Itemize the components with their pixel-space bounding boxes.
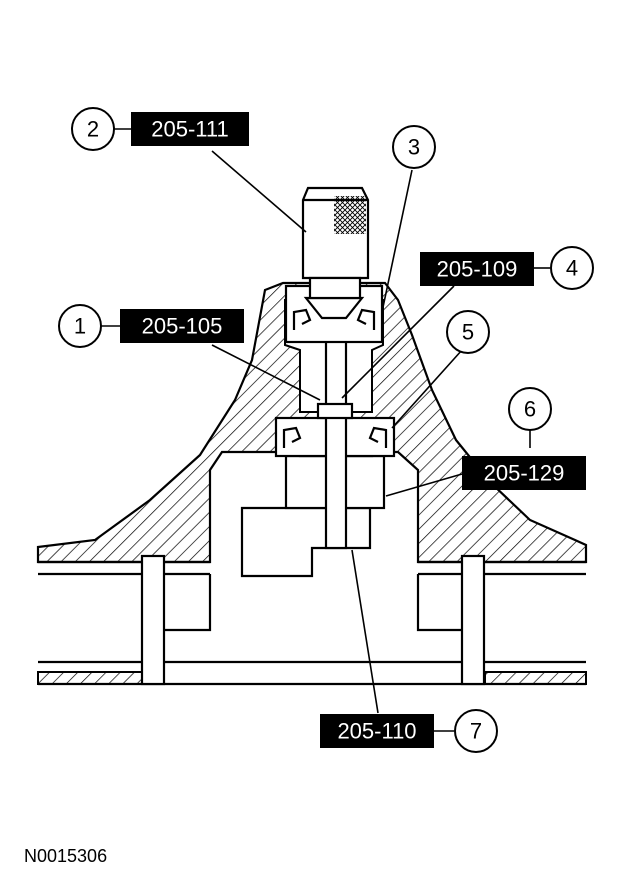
callout-5: 5 xyxy=(446,310,490,354)
callout-number: 5 xyxy=(462,320,474,345)
callout-number: 7 xyxy=(470,719,482,744)
tool-label: 205-110 xyxy=(337,719,416,744)
callout-6: 6 205-129 xyxy=(462,387,586,490)
base-frame xyxy=(37,554,587,686)
callout-number: 3 xyxy=(408,135,420,160)
tool-label: 205-105 xyxy=(142,314,223,339)
leader-lines xyxy=(100,128,550,732)
callout-7: 205-110 7 xyxy=(320,709,498,753)
callout-2: 2 205-111 xyxy=(71,107,249,151)
tool-label: 205-111 xyxy=(151,117,228,142)
tool-label: 205-109 xyxy=(437,257,518,282)
callout-3: 3 xyxy=(392,125,436,169)
callout-1: 1 205-105 xyxy=(58,304,244,348)
callout-number: 6 xyxy=(524,397,536,422)
callout-number: 2 xyxy=(87,117,99,142)
lower-adapter xyxy=(240,506,372,578)
figure-id: N0015306 xyxy=(24,846,108,866)
tool-label: 205-129 xyxy=(484,461,565,486)
callout-number: 1 xyxy=(74,314,86,339)
installer-205-111 xyxy=(301,186,370,300)
callout-4: 205-109 4 xyxy=(420,246,594,290)
callout-number: 4 xyxy=(566,256,578,281)
